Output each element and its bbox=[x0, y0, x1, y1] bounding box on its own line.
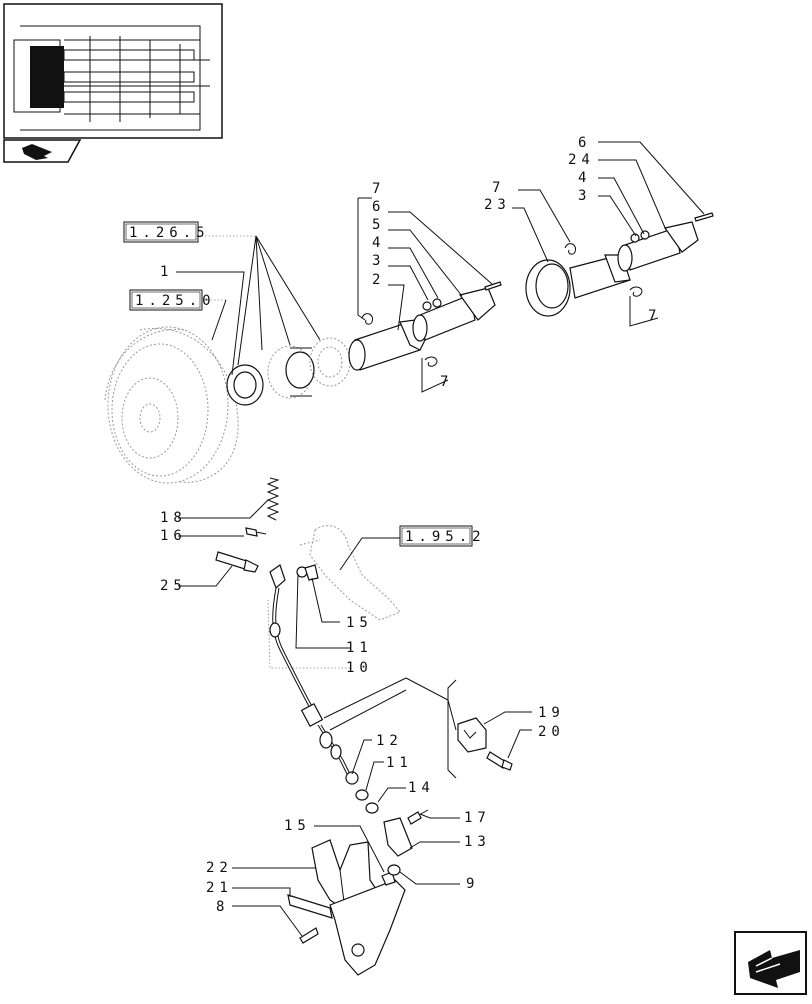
callout-23: 23 bbox=[484, 197, 511, 213]
cable-end-fork bbox=[269, 564, 286, 590]
bearing-flange-right bbox=[525, 259, 571, 317]
thumbnail-tab[interactable] bbox=[3, 139, 82, 163]
clutch-disc-housing bbox=[104, 326, 239, 484]
callout-21: 21 bbox=[206, 880, 233, 896]
forward-arrow-icon bbox=[748, 950, 800, 988]
callout-15: 15 bbox=[346, 615, 373, 631]
callout-2: 2 bbox=[372, 272, 385, 288]
release-sleeve-left-tube bbox=[412, 287, 496, 342]
bracket-19 bbox=[457, 717, 487, 753]
callout-7: 7 bbox=[372, 181, 385, 197]
fork-lever-arm bbox=[329, 879, 406, 976]
spring-clip-right-top bbox=[564, 243, 577, 255]
bearing-collar bbox=[267, 345, 315, 399]
callout-4: 4 bbox=[372, 235, 385, 251]
callout-7: 7 bbox=[440, 374, 453, 390]
callout-25: 25 bbox=[160, 578, 187, 594]
callout-15: 15 bbox=[284, 818, 311, 834]
bolt-17 bbox=[407, 809, 429, 825]
callout-labels: 7 6 5 4 3 2 7 6 24 4 3 7 23 7 1 18 16 25… bbox=[160, 135, 661, 915]
callout-5: 5 bbox=[372, 217, 385, 233]
reference-1-95-2[interactable]: 1.95.2 bbox=[399, 525, 486, 547]
spring-clip-left-bottom bbox=[424, 356, 438, 367]
transmission-thumbnail-drawing bbox=[13, 25, 210, 131]
reference-label: 1.95.2 bbox=[405, 529, 486, 545]
return-spring bbox=[266, 477, 280, 521]
bracket-outline bbox=[447, 679, 457, 779]
reference-1-25-0[interactable]: 1.25.0 bbox=[129, 289, 216, 311]
callout-3: 3 bbox=[372, 253, 385, 269]
callout-9: 9 bbox=[466, 876, 479, 892]
callout-16: 16 bbox=[160, 528, 187, 544]
pin-25 bbox=[215, 551, 259, 573]
callout-12: 12 bbox=[376, 733, 403, 749]
spring-clip-right-bottom bbox=[629, 286, 643, 297]
release-bearing-ring bbox=[226, 364, 264, 406]
outer-ring-faint bbox=[309, 337, 351, 387]
callout-11: 11 bbox=[346, 640, 373, 656]
spring-clip-left-top bbox=[361, 313, 374, 325]
clutch-cable bbox=[269, 587, 359, 785]
bushing-9 bbox=[387, 864, 401, 876]
callout-13: 13 bbox=[464, 834, 491, 850]
callout-11: 11 bbox=[386, 755, 413, 771]
callout-18: 18 bbox=[160, 510, 187, 526]
bolt-16 bbox=[245, 527, 267, 537]
leader-lines bbox=[176, 141, 705, 937]
pin-right bbox=[694, 212, 714, 222]
callout-22: 22 bbox=[206, 860, 233, 876]
pin-left bbox=[484, 281, 502, 291]
callout-19: 19 bbox=[538, 705, 565, 721]
reference-label: 1.25.0 bbox=[135, 293, 216, 309]
callout-10: 10 bbox=[346, 660, 373, 676]
locator-thumbnail[interactable] bbox=[3, 3, 223, 139]
callout-7: 7 bbox=[492, 180, 505, 196]
callout-24: 24 bbox=[568, 152, 595, 168]
back-arrow-icon bbox=[22, 144, 52, 160]
callout-20: 20 bbox=[538, 724, 565, 740]
reference-1-26-5[interactable]: 1.26.5 bbox=[123, 221, 210, 243]
clevis-13 bbox=[383, 817, 413, 857]
callout-1: 1 bbox=[160, 264, 173, 280]
fork-shaft-21 bbox=[287, 894, 333, 919]
lock-nut-11 bbox=[355, 789, 369, 801]
release-sleeve-right-tube bbox=[617, 221, 699, 272]
callout-8: 8 bbox=[216, 899, 229, 915]
callout-4: 4 bbox=[578, 170, 591, 186]
bolt-20 bbox=[486, 751, 513, 771]
roll-pin-8 bbox=[299, 927, 319, 944]
bushing-15 bbox=[304, 564, 319, 581]
callout-7: 7 bbox=[648, 308, 661, 324]
callout-6: 6 bbox=[372, 199, 385, 215]
forward-nav-button[interactable] bbox=[734, 931, 807, 995]
clutch-pedal bbox=[299, 525, 401, 621]
callout-14: 14 bbox=[408, 780, 435, 796]
callout-17: 17 bbox=[464, 810, 491, 826]
reference-label: 1.26.5 bbox=[129, 225, 210, 241]
callout-3: 3 bbox=[578, 188, 591, 204]
callout-6: 6 bbox=[578, 135, 591, 151]
bushing-14 bbox=[365, 802, 379, 814]
